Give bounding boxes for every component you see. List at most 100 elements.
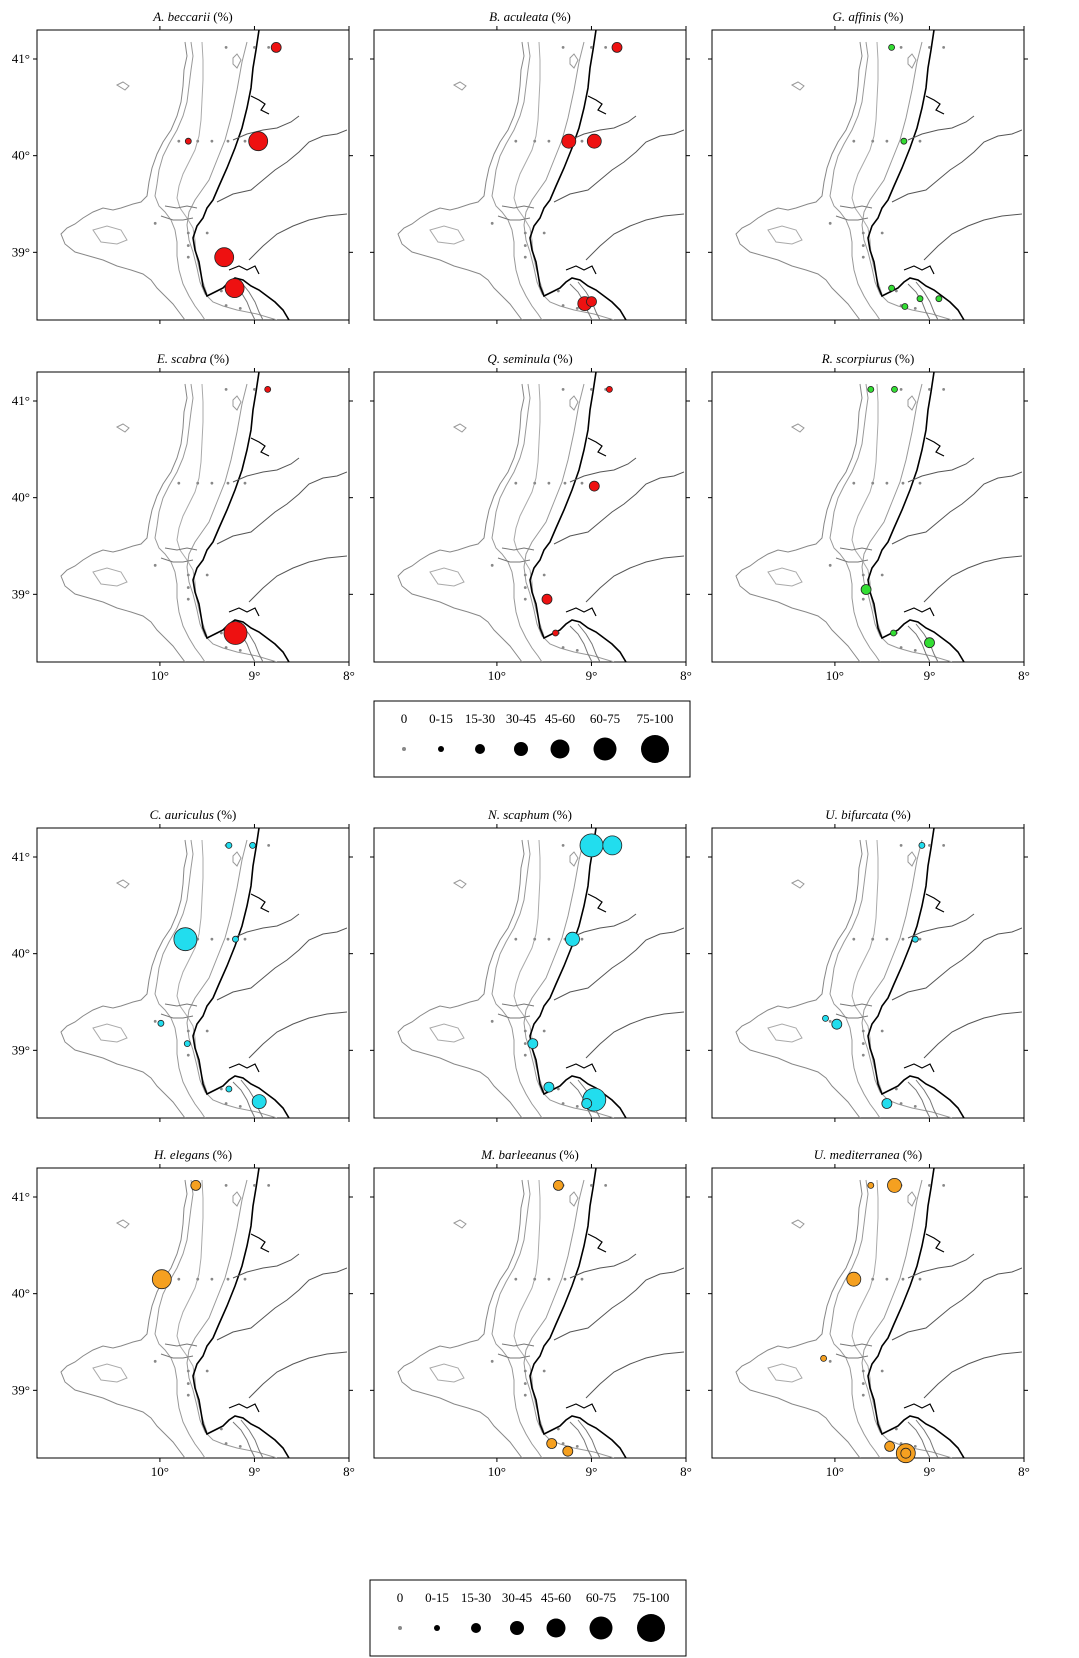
map-panel: E. scabra(%)41°40°39°10°9°8° (12, 351, 355, 683)
zero-site-marker (852, 481, 856, 485)
zero-site-marker (918, 1277, 922, 1281)
unit-label: (%) (217, 807, 237, 822)
zero-site-marker (219, 1087, 223, 1091)
abundance-circle (264, 385, 272, 393)
latitude-label: 39° (12, 1382, 30, 1397)
unit-label: (%) (891, 807, 911, 822)
zero-site-marker (556, 289, 560, 293)
zero-site-marker (928, 388, 931, 391)
unit-label: (%) (551, 9, 571, 24)
zero-site-marker (238, 649, 242, 652)
zero-site-marker (224, 1442, 228, 1445)
zero-site-marker (885, 1277, 889, 1281)
zero-site-marker (210, 481, 214, 485)
zero-site-marker (490, 1359, 494, 1363)
longitude-label: 10° (151, 668, 169, 683)
zero-site-marker (523, 573, 527, 577)
zero-site-marker (253, 1184, 256, 1187)
unit-label: (%) (903, 1147, 923, 1162)
panel-title: U. mediterranea(%) (814, 1147, 922, 1162)
species-name: R. scorpiurus (821, 351, 892, 366)
zero-site-marker (533, 1277, 537, 1281)
map-panel: R. scorpiurus(%)10°9°8° (708, 351, 1030, 683)
zero-site-marker (243, 139, 247, 143)
legend-size-symbol (471, 1623, 481, 1633)
species-name: U. mediterranea (814, 1147, 900, 1162)
latitude-label: 40° (12, 148, 30, 163)
zero-site-marker (561, 646, 565, 649)
latitude-label: 41° (12, 1189, 30, 1204)
zero-site-marker (880, 231, 884, 235)
zero-site-marker (253, 46, 256, 49)
zero-site-marker (542, 231, 546, 235)
species-name: M. barleeanus (480, 1147, 556, 1162)
zero-site-marker (186, 231, 190, 235)
zero-site-marker (186, 1393, 190, 1397)
map-panel: Q. seminula(%)10°9°8° (370, 351, 692, 683)
legend-class-label: 0 (397, 1590, 404, 1605)
abundance-circle (888, 43, 896, 51)
abundance-circle (552, 1179, 564, 1191)
abundance-circle (602, 835, 623, 856)
zero-site-marker (861, 244, 865, 247)
legend-size-symbol (398, 1626, 402, 1630)
zero-site-marker (514, 1277, 518, 1281)
zero-site-marker (918, 481, 922, 485)
abundance-circle (586, 133, 602, 149)
abundance-circle (588, 480, 600, 492)
panel-title: H. elegans(%) (153, 1147, 232, 1162)
unit-label: (%) (559, 1147, 579, 1162)
zero-site-marker (942, 1184, 946, 1187)
zero-site-marker (928, 46, 931, 49)
zero-site-marker (561, 46, 565, 49)
abundance-circle (831, 1018, 843, 1030)
legend-size-symbol (434, 1625, 440, 1631)
zero-site-marker (861, 573, 865, 577)
abundance-circle (891, 385, 898, 393)
zero-site-marker (942, 388, 946, 391)
abundance-circle (881, 1098, 893, 1109)
species-name: A. beccarii (152, 9, 210, 24)
zero-site-marker (894, 289, 898, 293)
latitude-label: 39° (12, 1042, 30, 1057)
zero-site-marker (243, 937, 247, 941)
zero-site-marker (267, 844, 271, 847)
latitude-label: 40° (12, 946, 30, 961)
zero-site-marker (523, 1393, 527, 1397)
zero-site-marker (186, 586, 190, 589)
zero-site-marker (580, 937, 584, 941)
zero-site-marker (575, 649, 579, 652)
zero-site-marker (918, 139, 922, 143)
zero-site-marker (177, 481, 181, 485)
species-name: C. auriculus (150, 807, 214, 822)
abundance-circle (581, 1098, 593, 1109)
zero-site-marker (828, 563, 832, 567)
zero-site-marker (224, 388, 228, 391)
zero-site-marker (556, 1427, 560, 1431)
zero-site-marker (253, 388, 256, 391)
unit-label: (%) (213, 9, 233, 24)
panel-title: E. scabra(%) (156, 351, 229, 366)
zero-site-marker (186, 255, 190, 259)
zero-site-marker (899, 388, 903, 391)
zero-site-marker (177, 139, 181, 143)
zero-site-marker (861, 1029, 865, 1033)
abundance-circle (527, 1038, 539, 1050)
zero-site-marker (556, 1087, 560, 1091)
species-name: N. scaphum (487, 807, 549, 822)
legend-size-symbol (550, 739, 570, 759)
abundance-circle (918, 841, 926, 849)
legend-size-symbol (637, 1614, 665, 1642)
zero-site-marker (490, 563, 494, 567)
map-panel: B. aculeata(%) (370, 9, 690, 324)
zero-site-marker (153, 1359, 157, 1363)
zero-site-marker (153, 1019, 157, 1023)
legend-class-label: 15-30 (461, 1590, 491, 1605)
legend-size-symbol (546, 1618, 566, 1638)
abundance-circle (562, 1445, 574, 1457)
zero-site-marker (885, 481, 889, 485)
unit-label: (%) (552, 807, 572, 822)
legend-size-symbol (641, 735, 669, 763)
